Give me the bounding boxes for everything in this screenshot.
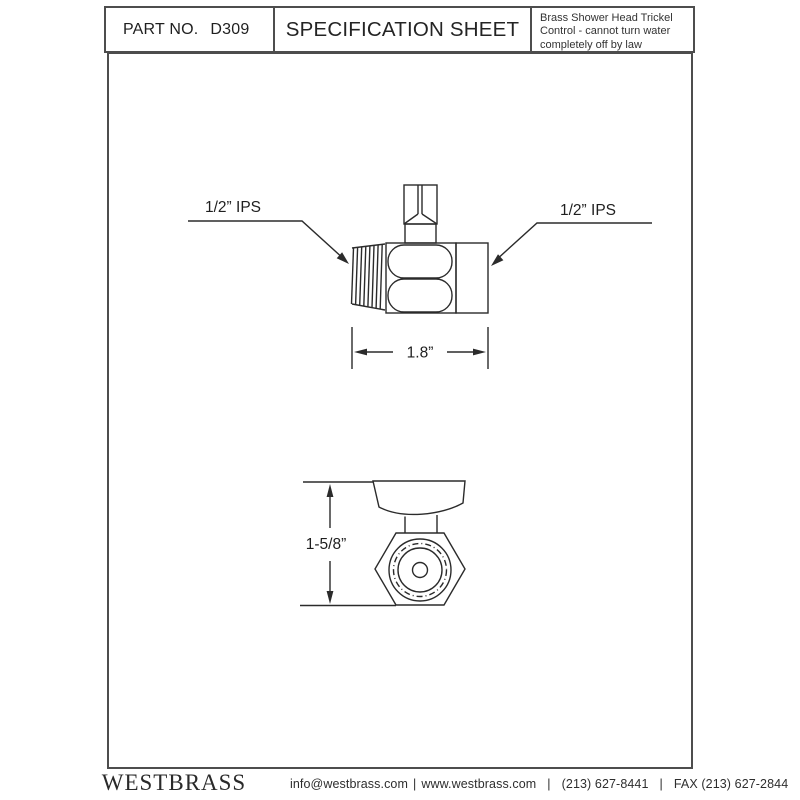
width-dimension-label: 1.8” xyxy=(407,345,434,362)
footer: WESTBRASS Fine Decorative Plumbing Since… xyxy=(0,769,800,800)
product-description: Brass Shower Head Trickel Control - cann… xyxy=(540,12,673,51)
dimension-arrow-left xyxy=(354,348,367,356)
drawing-area-border xyxy=(107,52,693,769)
outer-circle xyxy=(388,538,452,602)
handle-top-view xyxy=(372,480,466,516)
body-lobe-lower xyxy=(387,278,453,313)
footer-email: info@westbrass.com xyxy=(290,777,408,791)
width-dimension: 1.8” xyxy=(351,327,489,369)
right-connection-callout: 1/2” IPS xyxy=(491,202,652,266)
handle-outline xyxy=(403,184,438,225)
inner-circle xyxy=(397,547,443,593)
valve-stem xyxy=(404,223,437,244)
right-leader-line xyxy=(494,222,652,262)
thread-pitch-circle xyxy=(392,542,448,598)
top-view-drawing: 1-5/8” xyxy=(300,480,466,607)
center-bore-circle xyxy=(411,561,429,579)
body-lobe-upper xyxy=(387,244,453,279)
height-dimension: 1-5/8” xyxy=(300,481,396,607)
side-view-drawing: 1/2” IPS 1/2” IPS 1.8” xyxy=(188,184,652,369)
handle-taper-line xyxy=(421,213,438,225)
separator: | xyxy=(413,777,417,791)
separator: | xyxy=(659,777,663,791)
footer-phone: (213) 627-8441 xyxy=(561,777,649,791)
height-dimension-label: 1-5/8” xyxy=(306,536,347,553)
brand-tagline: Fine Decorative Plumbing Since 1935 xyxy=(99,794,249,800)
product-description-cell: Brass Shower Head Trickel Control - cann… xyxy=(532,8,693,51)
title-block: PART NO. D309 SPECIFICATION SHEET Brass … xyxy=(104,6,695,53)
outlet-block xyxy=(455,242,489,314)
handle-taper-line xyxy=(403,213,419,225)
dimension-arrow-down xyxy=(326,591,334,604)
sheet-title-cell: SPECIFICATION SHEET xyxy=(273,8,532,51)
part-number-label: PART NO. xyxy=(123,20,199,38)
threaded-inlet xyxy=(350,243,386,311)
separator: | xyxy=(547,777,551,791)
footer-contact: info@westbrass.com | www.westbrass.com | (21… xyxy=(290,777,788,791)
part-number-value: D309 xyxy=(210,20,250,38)
right-leader-arrowhead xyxy=(491,254,504,266)
footer-fax: FAX (213) 627-2844 xyxy=(673,777,789,791)
left-leader-line xyxy=(188,220,346,261)
brand-name: WESTBRASS xyxy=(101,770,247,795)
left-connection-label: 1/2” IPS xyxy=(205,199,261,216)
part-number-cell: PART NO. D309 xyxy=(106,8,273,51)
page-title: SPECIFICATION SHEET xyxy=(285,17,520,41)
footer-website: www.westbrass.com xyxy=(421,777,537,791)
left-leader-arrowhead xyxy=(336,252,349,264)
dimension-arrow-right xyxy=(473,348,486,356)
brand-logo: WESTBRASS Fine Decorative Plumbing Since… xyxy=(99,770,249,800)
left-connection-callout: 1/2” IPS xyxy=(188,199,349,264)
right-connection-label: 1/2” IPS xyxy=(560,202,616,219)
dimension-arrow-up xyxy=(326,484,334,497)
